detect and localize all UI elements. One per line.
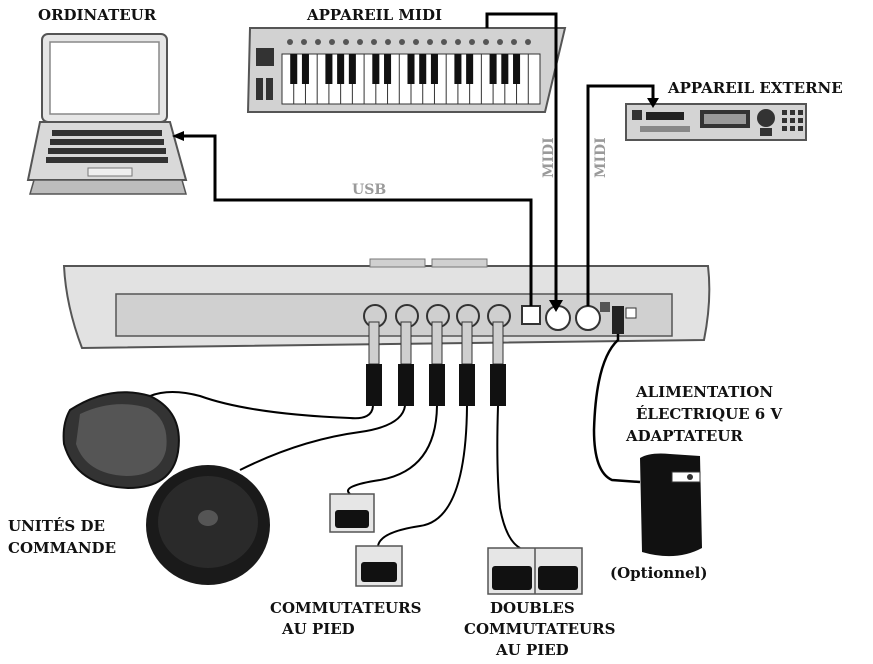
power-label-1: ALIMENTATION	[635, 383, 773, 401]
footswitch-icon-2	[355, 545, 403, 587]
keyboard-controller-icon	[246, 27, 567, 113]
main-unit-rear-panel	[62, 258, 711, 350]
midi-out-port	[575, 305, 601, 331]
cymbal-icon	[146, 465, 270, 585]
control-units-label-2: COMMANDE	[8, 539, 116, 557]
pedal-cables	[149, 391, 521, 549]
expression-pedal-icon	[62, 391, 180, 490]
midi-cable-external	[586, 84, 655, 306]
midi-label-2: MIDI	[593, 137, 609, 178]
footswitch-label-2: AU PIED	[281, 620, 355, 638]
control-units-label-1: UNITÉS DE	[8, 517, 105, 535]
footswitch-icon-1	[329, 493, 375, 533]
rack-module-icon	[625, 103, 807, 141]
power-label-2: ÉLECTRIQUE 6 V	[636, 405, 782, 423]
laptop-icon	[26, 33, 188, 195]
power-adapter-icon	[640, 453, 702, 557]
double-footswitch-icon	[487, 547, 583, 595]
external-device-label: APPAREIL EXTERNE	[667, 79, 843, 97]
usb-label: USB	[352, 182, 386, 198]
footswitch-label-1: COMMUTATEURS	[270, 599, 421, 617]
midi-in-port	[545, 305, 571, 331]
usb-cable	[178, 134, 533, 306]
double-footswitch-label-1: DOUBLES	[490, 599, 575, 617]
jack-plugs	[366, 321, 506, 406]
power-cable	[592, 322, 641, 484]
usb-port	[521, 305, 541, 325]
double-footswitch-label-3: AU PIED	[495, 641, 569, 659]
computer-label: ORDINATEUR	[38, 6, 157, 24]
midi-cable-keyboard	[485, 12, 558, 306]
optional-label: (Optionnel)	[610, 564, 707, 582]
midi-device-label: APPAREIL MIDI	[306, 6, 442, 24]
double-footswitch-label-2: COMMUTATEURS	[464, 620, 615, 638]
midi-label-1: MIDI	[541, 137, 557, 178]
power-label-3: ADAPTATEUR	[625, 427, 743, 445]
